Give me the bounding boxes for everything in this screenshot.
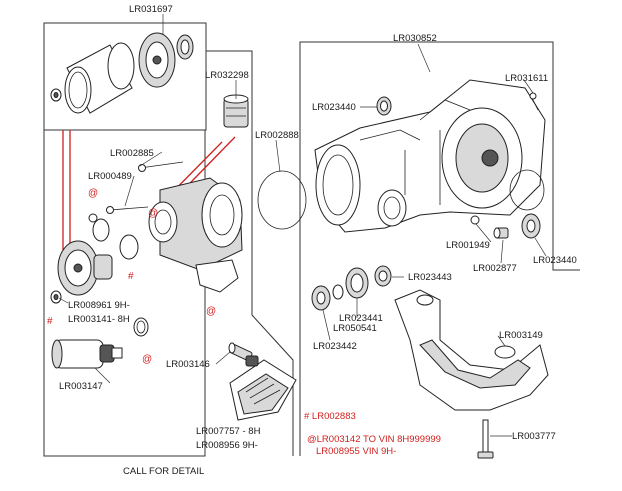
leader-lines — [58, 14, 547, 437]
label-lr007757: LR007757 - 8H — [196, 426, 261, 437]
label-lr000489: LR000489 — [88, 171, 132, 182]
inset-sleeve-part — [50, 32, 194, 114]
label-lr003141: LR003141- 8H — [68, 314, 130, 325]
hash-marker: # — [128, 271, 134, 282]
label-lr050541: LR050541 — [333, 323, 377, 334]
left-coupling-frame — [43, 130, 206, 457]
bolt-part — [477, 419, 494, 459]
label-lr031697: LR031697 — [129, 4, 173, 15]
at-marker: @ — [206, 306, 216, 317]
at-marker: @ — [148, 208, 158, 219]
pump-motor-part — [51, 339, 123, 369]
o-ring-part — [257, 170, 307, 230]
call-for-detail-note: CALL FOR DETAIL — [123, 466, 204, 477]
legend-hash-note: # LR002883 — [304, 411, 356, 422]
label-lr030852: LR030852 — [393, 33, 437, 44]
label-lr002888: LR002888 — [255, 130, 299, 141]
coupling-pump-group — [50, 161, 243, 337]
crossmember-part — [394, 289, 549, 411]
hash-marker: # — [47, 316, 53, 327]
differential-housing-part — [314, 79, 546, 233]
label-lr003147: LR003147 — [59, 381, 103, 392]
label-lr023442: LR023442 — [313, 341, 357, 352]
label-lr023443: LR023443 — [408, 272, 452, 283]
label-lr001949: LR001949 — [446, 240, 490, 251]
label-lr003149: LR003149 — [499, 330, 543, 341]
label-lr002877: LR002877 — [473, 263, 517, 274]
label-lr008956: LR008956 9H- — [196, 440, 258, 451]
differential-small-parts — [311, 92, 545, 311]
label-lr023441: LR023441 — [339, 313, 383, 324]
label-lr003146: LR003146 — [166, 359, 210, 370]
upper-left-inset-frame — [43, 22, 207, 131]
label-lr032298: LR032298 — [205, 70, 249, 81]
label-lr023440-top: LR023440 — [312, 102, 356, 113]
control-module-part — [229, 355, 297, 421]
at-marker: @ — [88, 188, 98, 199]
legend-at-note-2: LR008955 VIN 9H- — [316, 446, 396, 457]
filter-part — [223, 94, 249, 128]
label-lr023440-right: LR023440 — [533, 255, 577, 266]
label-lr003777: LR003777 — [512, 431, 556, 442]
at-marker: @ — [142, 354, 152, 365]
pump-group-frame — [206, 50, 294, 456]
label-lr031611: LR031611 — [505, 73, 548, 84]
label-lr008961: LR008961 9H- — [68, 300, 130, 311]
differential-frame — [299, 41, 580, 456]
legend-at-note-1: @LR003142 TO VIN 8H999999 — [307, 434, 441, 445]
label-lr002885: LR002885 — [110, 148, 154, 159]
